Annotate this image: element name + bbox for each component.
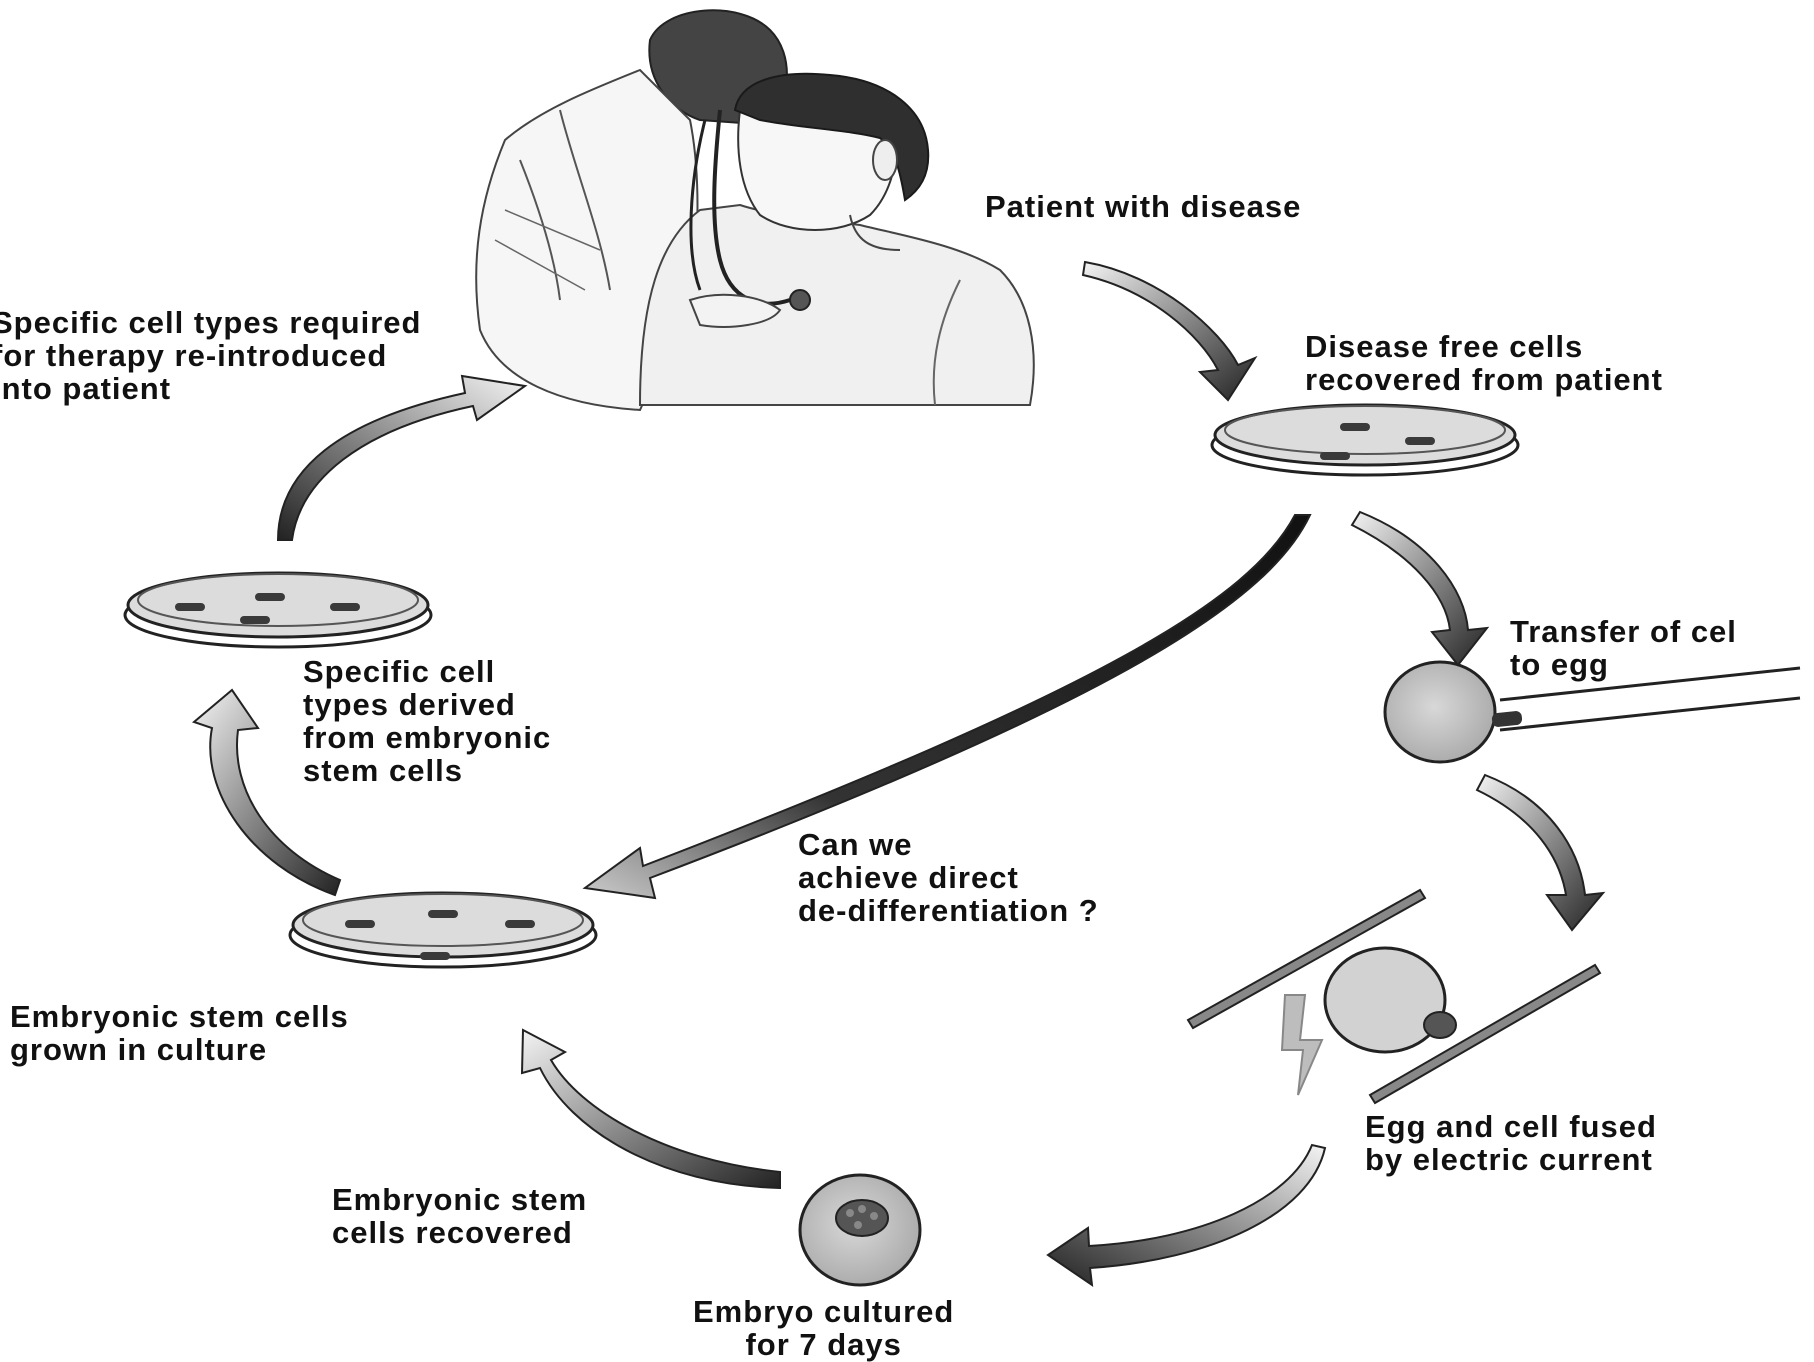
label-transfer-to-egg: Transfer of cel to egg [1510, 615, 1737, 681]
label-es-cells-grown: Embryonic stem cells grown in culture [10, 1000, 349, 1066]
arrow-patient-to-cells [1083, 262, 1255, 400]
label-es-cells-recovered: Embryonic stem cells recovered [332, 1183, 587, 1249]
label-egg-cell-fused: Egg and cell fused by electric current [1365, 1110, 1657, 1176]
egg-cell-fusion-electrodes [1188, 890, 1600, 1103]
petri-dish-specific-cell-types [125, 573, 431, 647]
label-embryo-cultured: Embryo cultured for 7 days [693, 1295, 954, 1361]
arrow-egg-to-fusion [1477, 775, 1603, 930]
doctor-patient-illustration [476, 10, 1034, 410]
label-direct-dedifferentiation: Can we achieve direct de-differentiation… [798, 828, 1099, 927]
label-therapy-reintroduced: Specific cell types required for therapy… [0, 306, 421, 405]
petri-dish-disease-free-cells [1212, 405, 1518, 475]
arrow-embryo-to-es-cells [522, 1030, 780, 1188]
arrow-fusion-to-embryo [1048, 1145, 1325, 1285]
label-disease-free-cells: Disease free cells recovered from patien… [1305, 330, 1663, 396]
label-patient-with-disease: Patient with disease [985, 190, 1301, 223]
label-specific-cell-types: Specific cell types derived from embryon… [303, 655, 551, 787]
embryo-blastocyst [800, 1175, 920, 1285]
arrow-cells-to-egg [1352, 512, 1487, 665]
petri-dish-embryonic-stem-cells [290, 893, 596, 967]
